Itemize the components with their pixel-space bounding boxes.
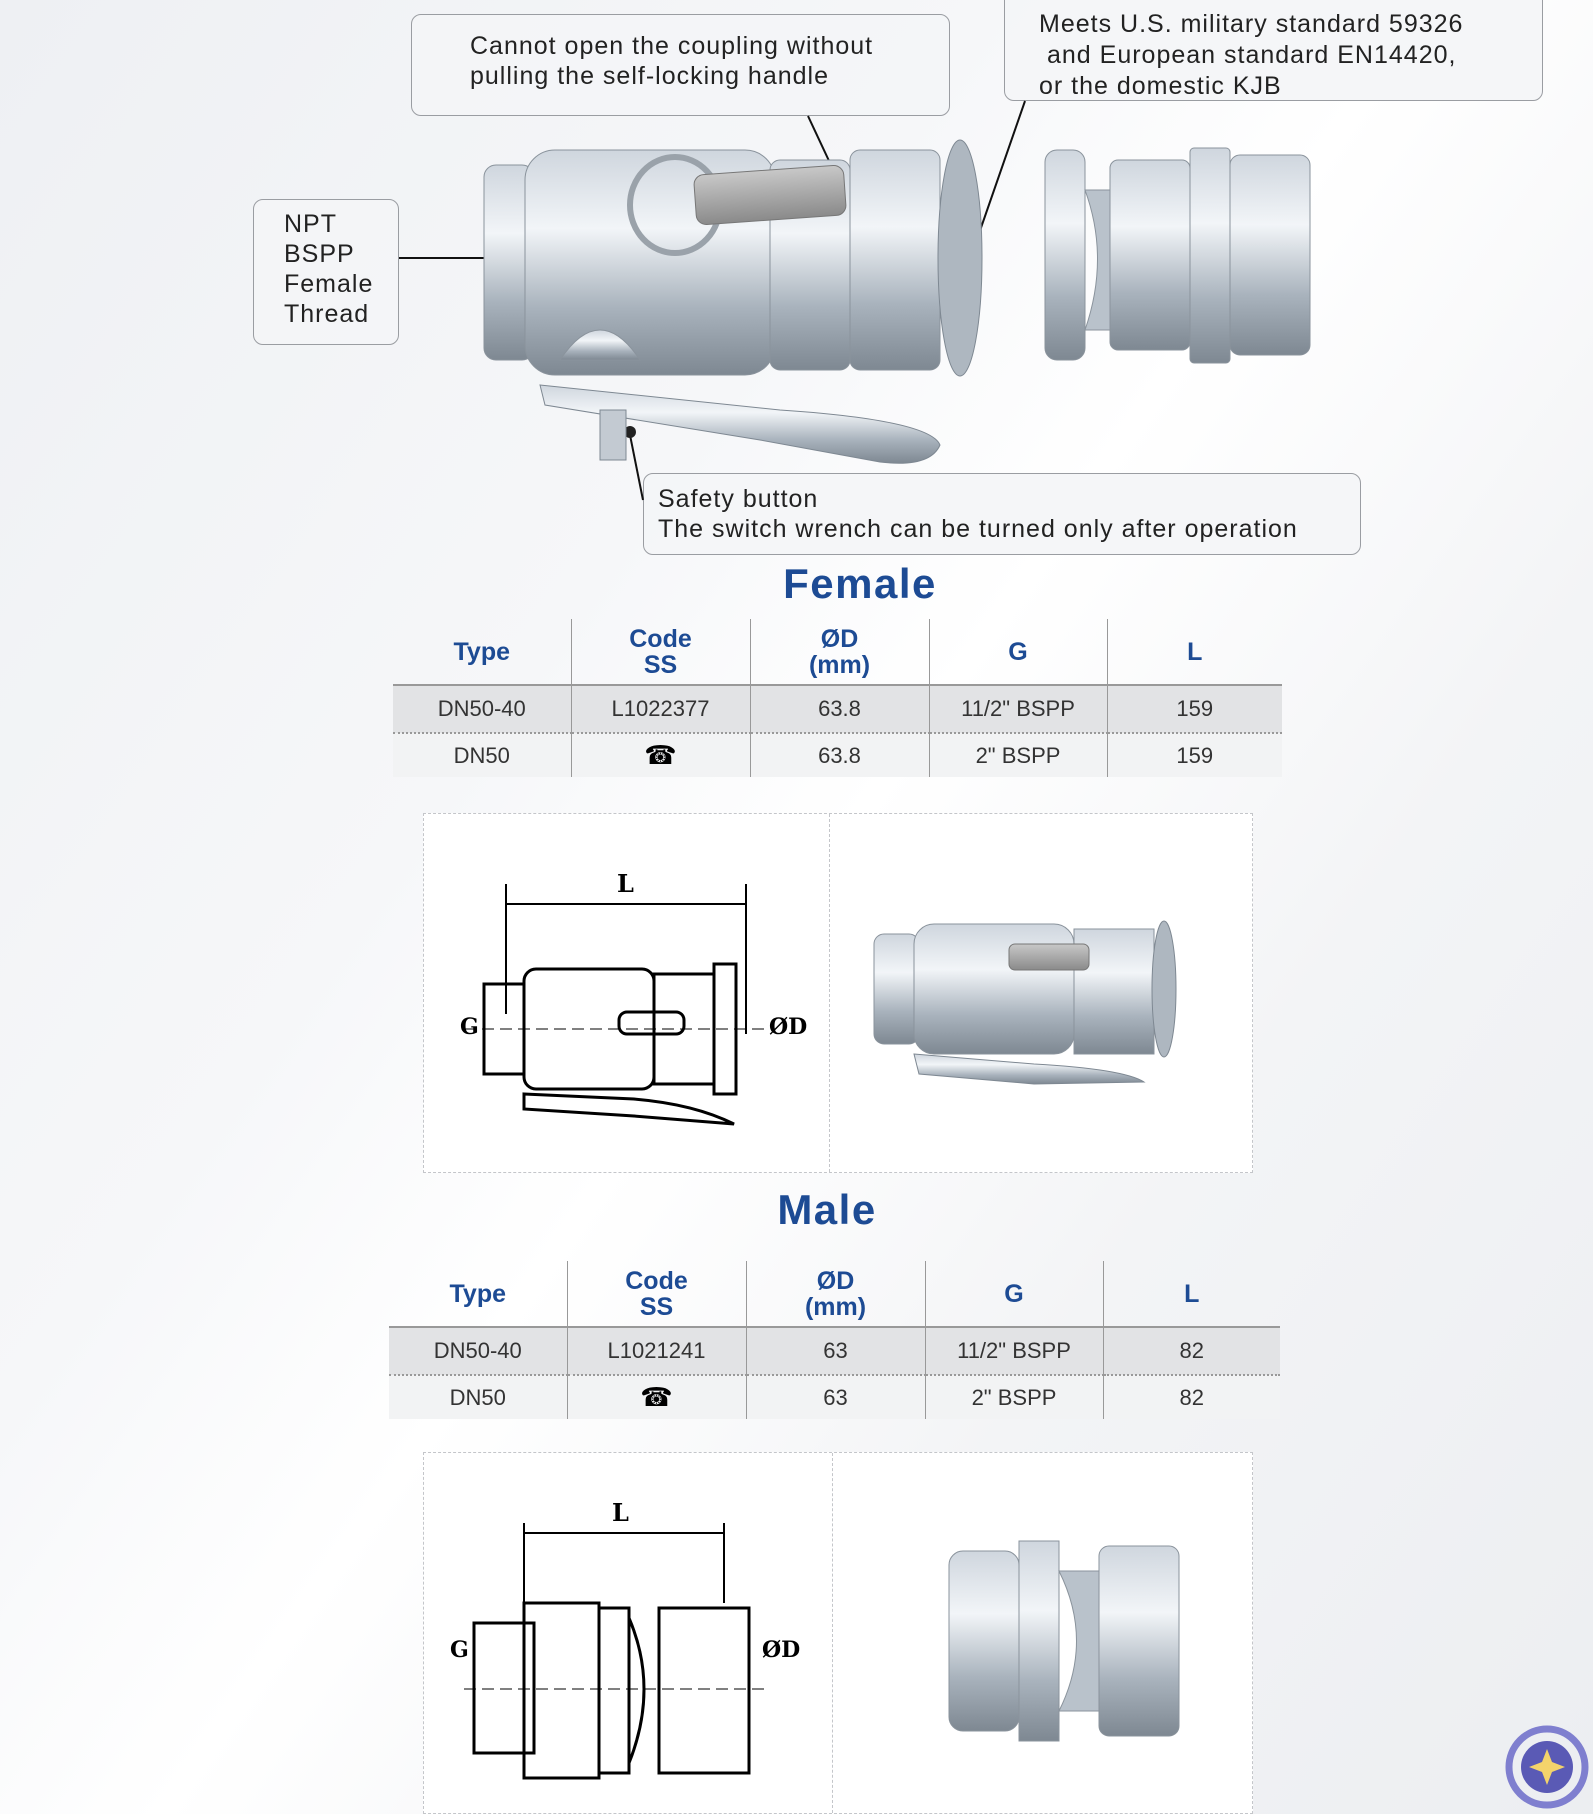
- callout-safety-button: Safety button The switch wrench can be t…: [643, 473, 1361, 555]
- cell: 159: [1106, 733, 1282, 777]
- male-title: Male: [777, 1186, 877, 1233]
- cell: 2" BSPP: [924, 1375, 1103, 1419]
- header-g: G: [924, 1261, 1103, 1328]
- header-type: Type: [389, 1261, 567, 1328]
- callout-line: pulling the self-locking handle: [470, 62, 829, 90]
- header-l: L: [1106, 619, 1282, 686]
- cell: 2" BSPP: [928, 733, 1107, 777]
- dimension-g-label: G: [450, 1637, 469, 1663]
- female-drawing-panel: L G ØD: [423, 813, 1253, 1173]
- cell: 82: [1102, 1327, 1280, 1376]
- dimension-l-label: L: [612, 1498, 629, 1527]
- phone-icon: ☎: [570, 733, 750, 777]
- panel-divider: [832, 1453, 833, 1813]
- cell: 159: [1106, 685, 1282, 734]
- phone-icon: ☎: [566, 1375, 746, 1419]
- dimension-g-label: G: [460, 1014, 479, 1040]
- header-od: ØD(mm): [745, 1261, 925, 1328]
- cell: DN50-40: [389, 1327, 567, 1376]
- cell: 63.8: [749, 685, 929, 734]
- callout-line: Safety button: [658, 485, 819, 513]
- callout-line: The switch wrench can be turned only aft…: [658, 515, 1298, 543]
- cell: 11/2" BSPP: [928, 685, 1107, 734]
- cell: DN50-40: [393, 685, 571, 734]
- cell: L1021241: [566, 1327, 746, 1376]
- male-technical-drawing: [464, 1523, 764, 1780]
- cell: 11/2" BSPP: [924, 1327, 1103, 1376]
- cell: L1022377: [570, 685, 750, 734]
- callout-line: and European standard EN14420,: [1047, 41, 1457, 69]
- cell: 82: [1102, 1375, 1280, 1419]
- dimension-l-label: L: [617, 869, 634, 898]
- male-adapter-render: [948, 1540, 1180, 1742]
- cell: 63: [745, 1375, 925, 1419]
- female-coupler-render: [399, 100, 1311, 501]
- callout-line: Female: [284, 270, 374, 298]
- brand-logo-icon: [1505, 1725, 1589, 1809]
- female-coupler-render-small: [873, 920, 1177, 1085]
- cell: DN50: [389, 1375, 567, 1419]
- cell: DN50: [393, 733, 571, 777]
- callout-line: Cannot open the coupling without: [470, 32, 874, 60]
- header-g: G: [928, 619, 1107, 686]
- cell: 63.8: [749, 733, 929, 777]
- male-drawing-panel: L G ØD: [423, 1452, 1253, 1814]
- callout-line: NPT: [284, 210, 337, 238]
- header-l: L: [1102, 1261, 1280, 1328]
- dimension-od-label: ØD: [769, 1014, 808, 1040]
- callout-line: Thread: [284, 300, 370, 328]
- female-title: Female: [783, 560, 937, 607]
- callout-self-locking: Cannot open the coupling without pulling…: [411, 14, 950, 116]
- dimension-od-label: ØD: [762, 1637, 801, 1663]
- header-type: Type: [393, 619, 571, 686]
- callout-standard: Meets U.S. military standard 59326 and E…: [1004, 0, 1543, 101]
- callout-thread: NPT BSPP Female Thread: [253, 199, 399, 345]
- female-technical-drawing: [464, 884, 764, 1126]
- callout-line: BSPP: [284, 240, 355, 268]
- callout-line: or the domestic KJB: [1039, 72, 1282, 100]
- callout-line: Meets U.S. military standard 59326: [1039, 10, 1464, 38]
- cell: 63: [745, 1327, 925, 1376]
- panel-divider: [829, 814, 830, 1172]
- header-od: ØD(mm): [749, 619, 929, 686]
